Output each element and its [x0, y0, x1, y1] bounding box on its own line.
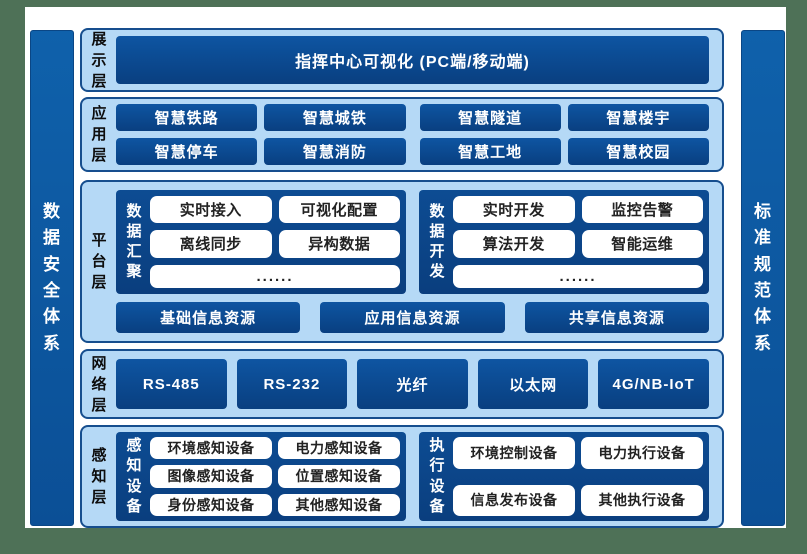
data-aggregation-title-zone: 数据汇聚 [122, 196, 146, 288]
item-algorithm-dev: 算法开发 [453, 230, 575, 258]
app-box-smart-railway: 智慧铁路 [116, 104, 258, 131]
sensing-devices-group: 感知设备 环境感知设备 电力感知设备 图像感知设备 位置感知设备 身份感知设备 … [116, 432, 406, 521]
app-box-smart-metro: 智慧城铁 [264, 104, 406, 131]
data-development-group: 数据开发 实时开发 监控告警 算法开发 智能运维 ...... [419, 190, 709, 294]
app-box-smart-campus: 智慧校园 [567, 138, 709, 165]
application-layer-label: 应用层 [91, 105, 107, 164]
item-realtime-access: 实时接入 [150, 196, 272, 224]
platform-layer-content: 数据汇聚 实时接入 可视化配置 离线同步 异构数据 ...... 数据开发 [116, 182, 722, 341]
data-development-grid: 实时开发 监控告警 算法开发 智能运维 ...... [453, 196, 703, 288]
data-development-more: ...... [453, 264, 703, 288]
left-pillar-label: 数据安全体系 [43, 201, 61, 353]
perception-layer-content: 感知设备 环境感知设备 电力感知设备 图像感知设备 位置感知设备 身份感知设备 … [116, 427, 722, 526]
application-row-1: 智慧铁路 智慧城铁 智慧隧道 智慧楼宇 [116, 104, 709, 131]
layer-panel-display: 展示层 指挥中心可视化 (PC端/移动端) [80, 28, 724, 92]
diagram-canvas: 数据安全体系 标准规范体系 展示层 指挥中心可视化 (PC端/移动端) 应用层 … [25, 7, 786, 528]
item-monitor-alert: 监控告警 [581, 196, 703, 224]
device-power-sensing: 电力感知设备 [278, 437, 400, 460]
perception-layer-label: 感知层 [91, 447, 107, 506]
resource-application-info: 应用信息资源 [320, 302, 505, 333]
data-aggregation-group: 数据汇聚 实时接入 可视化配置 离线同步 异构数据 ...... [116, 190, 406, 294]
item-realtime-dev: 实时开发 [453, 196, 575, 224]
item-visual-config: 可视化配置 [278, 196, 400, 224]
net-box-rs232: RS-232 [236, 359, 348, 409]
device-info-publishing: 信息发布设备 [453, 484, 575, 516]
command-center-banner: 指挥中心可视化 (PC端/移动端) [116, 36, 709, 84]
net-box-fiber: 光纤 [357, 359, 468, 409]
execution-devices-grid: 环境控制设备 电力执行设备 信息发布设备 其他执行设备 [453, 437, 703, 516]
device-env-sensing: 环境感知设备 [150, 437, 272, 460]
net-box-ethernet: 以太网 [477, 359, 589, 409]
item-intelligent-ops: 智能运维 [581, 230, 703, 258]
platform-layer-label: 平台层 [91, 232, 107, 291]
device-image-sensing: 图像感知设备 [150, 465, 272, 488]
data-aggregation-more: ...... [150, 264, 400, 288]
device-power-execution: 电力执行设备 [581, 437, 703, 469]
device-other-sensing: 其他感知设备 [278, 493, 400, 516]
network-row: RS-485 RS-232 光纤 以太网 4G/NB-IoT [116, 359, 709, 409]
right-pillar-standards: 标准规范体系 [741, 30, 785, 526]
network-layer-label-zone: 网络层 [82, 351, 116, 417]
execution-devices-group: 执行设备 环境控制设备 电力执行设备 信息发布设备 其他执行设备 [419, 432, 709, 521]
network-layer-label: 网络层 [91, 354, 107, 414]
data-aggregation-title: 数据汇聚 [126, 202, 142, 281]
item-heterogeneous-data: 异构数据 [278, 230, 400, 258]
execution-devices-title-zone: 执行设备 [425, 437, 449, 516]
network-layer-content: RS-485 RS-232 光纤 以太网 4G/NB-IoT [116, 351, 722, 417]
device-position-sensing: 位置感知设备 [278, 465, 400, 488]
left-pillar-data-security: 数据安全体系 [30, 30, 74, 526]
perception-groups-row: 感知设备 环境感知设备 电力感知设备 图像感知设备 位置感知设备 身份感知设备 … [116, 432, 709, 521]
layer-panel-application: 应用层 智慧铁路 智慧城铁 智慧隧道 智慧楼宇 智慧停车 智慧消防 智慧工地 智… [80, 97, 724, 172]
net-box-rs485: RS-485 [116, 359, 227, 409]
layer-panel-platform: 平台层 数据汇聚 实时接入 可视化配置 离线同步 异构数据 ...... [80, 180, 724, 343]
platform-layer-label-zone: 平台层 [82, 182, 116, 341]
application-layer-label-zone: 应用层 [82, 99, 116, 170]
app-box-smart-building: 智慧楼宇 [567, 104, 709, 131]
app-box-smart-tunnel: 智慧隧道 [419, 104, 561, 131]
resource-basic-info: 基础信息资源 [116, 302, 301, 333]
data-aggregation-grid: 实时接入 可视化配置 离线同步 异构数据 ...... [150, 196, 400, 288]
display-layer-label: 展示层 [91, 30, 107, 90]
sensing-devices-title-zone: 感知设备 [122, 437, 146, 516]
app-box-smart-parking: 智慧停车 [116, 138, 258, 165]
device-identity-sensing: 身份感知设备 [150, 493, 272, 516]
right-pillar-label: 标准规范体系 [754, 201, 772, 353]
layer-panel-network: 网络层 RS-485 RS-232 光纤 以太网 4G/NB-IoT [80, 349, 724, 419]
data-development-title: 数据开发 [429, 202, 445, 281]
application-layer-content: 智慧铁路 智慧城铁 智慧隧道 智慧楼宇 智慧停车 智慧消防 智慧工地 智慧校园 [116, 99, 722, 170]
execution-devices-title: 执行设备 [429, 437, 445, 515]
data-development-title-zone: 数据开发 [425, 196, 449, 288]
device-other-execution: 其他执行设备 [581, 484, 703, 516]
display-layer-content: 指挥中心可视化 (PC端/移动端) [116, 30, 722, 90]
app-box-smart-worksite: 智慧工地 [419, 138, 561, 165]
net-box-4g-nbiot: 4G/NB-IoT [598, 359, 709, 409]
platform-resources-row: 基础信息资源 应用信息资源 共享信息资源 [116, 302, 709, 333]
app-box-smart-firefighting: 智慧消防 [264, 138, 406, 165]
item-offline-sync: 离线同步 [150, 230, 272, 258]
perception-layer-label-zone: 感知层 [82, 427, 116, 526]
sensing-devices-title: 感知设备 [126, 437, 142, 515]
application-row-2: 智慧停车 智慧消防 智慧工地 智慧校园 [116, 138, 709, 165]
resource-shared-info: 共享信息资源 [524, 302, 709, 333]
device-env-control: 环境控制设备 [453, 437, 575, 469]
platform-groups-row: 数据汇聚 实时接入 可视化配置 离线同步 异构数据 ...... 数据开发 [116, 190, 709, 294]
display-layer-label-zone: 展示层 [82, 30, 116, 90]
layer-panel-perception: 感知层 感知设备 环境感知设备 电力感知设备 图像感知设备 位置感知设备 身份感… [80, 425, 724, 528]
sensing-devices-grid: 环境感知设备 电力感知设备 图像感知设备 位置感知设备 身份感知设备 其他感知设… [150, 437, 400, 516]
